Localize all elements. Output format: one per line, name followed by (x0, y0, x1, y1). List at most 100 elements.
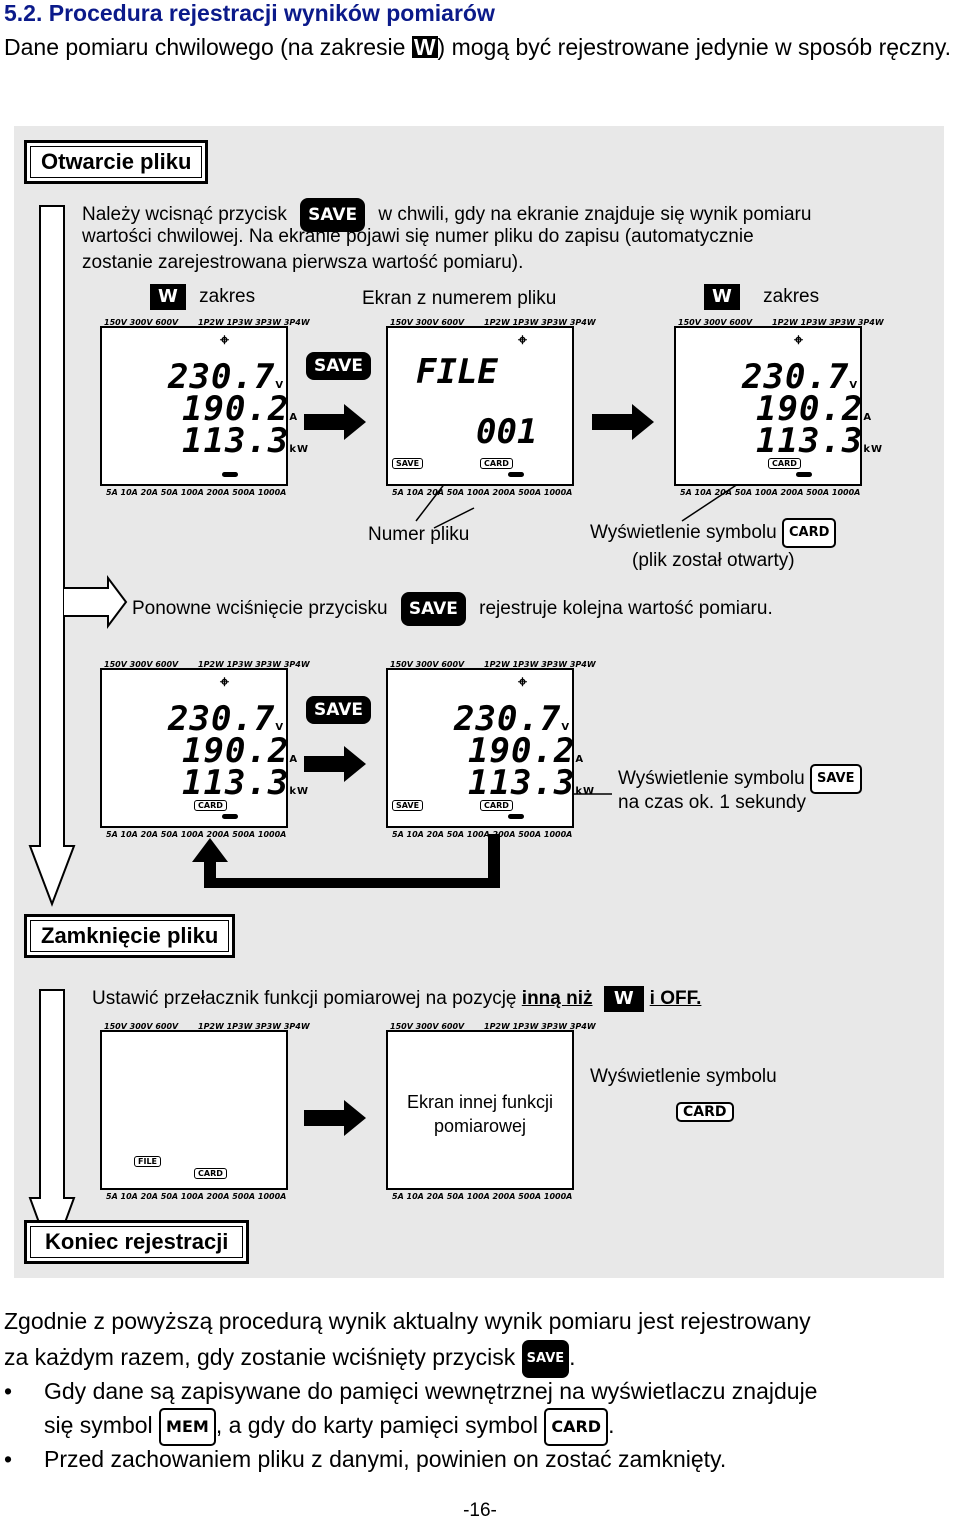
plug-icon: ⌖ (518, 332, 528, 349)
card-display-text: Wyświetlenie symbolu (590, 522, 777, 544)
lcd-current-ranges: 5A 10A 20A 50A 100A 200A 500A 1000A (680, 488, 861, 497)
lcd-current-ranges: 5A 10A 20A 50A 100A 200A 500A 1000A (392, 1192, 573, 1201)
lcd-current-ranges: 5A 10A 20A 50A 100A 200A 500A 1000A (392, 830, 573, 839)
close-file-title: Zamknięcie pliku (24, 914, 236, 958)
section-heading: 5.2. Procedura rejestracji wyników pomia… (4, 0, 495, 26)
save-duration-note: na czas ok. 1 sekundy (618, 792, 806, 813)
card-symbol-icon: CARD (782, 518, 837, 548)
lcd-screen-file-number: 150V 300V 600V 1P2W 1P3W 3P3W 3P4W ⌖ FIL… (386, 318, 596, 497)
lcd-screen-measure-2: 150V 300V 600V 1P2W 1P3W 3P3W 3P4W ⌖ 230… (674, 318, 884, 497)
zakres-text: zakres (199, 286, 256, 308)
lcd-voltage-ranges: 150V 300V 600V (104, 1022, 179, 1031)
card-symbol-icon: CARD (544, 1408, 609, 1446)
lcd-voltage-value: 230.7V (742, 357, 859, 397)
open-instruction-line3: zostanie zarejestrowana pierwsza wartość… (82, 252, 524, 273)
lcd-screen-measure-1: 150V 300V 600V 1P2W 1P3W 3P3W 3P4W ⌖ 230… (100, 318, 310, 497)
lcd-voltage-ranges: 150V 300V 600V (390, 1022, 465, 1031)
save-key-icon: SAVE (300, 198, 366, 232)
lcd-card-symbol: CARD (194, 800, 227, 811)
summary-line2: za każdym razem, gdy zostanie wciśnięty … (4, 1340, 959, 1378)
bullet1-text-c: , a gdy do karty pamięci symbol (215, 1412, 538, 1439)
save-display-note: Wyświetlenie symbolu SAVE (618, 764, 862, 794)
lcd-wiring-modes: 1P2W 1P3W 3P3W 3P4W (772, 318, 884, 327)
lcd-wiring-modes: 1P2W 1P3W 3P3W 3P4W (484, 660, 596, 669)
save-display-text: Wyświetlenie symbolu (618, 768, 805, 790)
card-symbol-icon: CARD (676, 1102, 734, 1122)
other-function-label: Ekran innej funkcji pomiarowej (406, 1092, 554, 1136)
lcd-screen-closing: 150V 300V 600V 1P2W 1P3W 3P3W 3P4W FILE … (100, 1022, 310, 1201)
lcd-card-symbol: CARD (480, 458, 513, 469)
save-symbol-icon: SAVE (810, 764, 862, 794)
lcd-voltage-value: 230.7V (454, 699, 571, 739)
bullet-2-mark: • (4, 1446, 13, 1472)
flow-arrows (28, 205, 756, 1261)
intro-text-after: ) mogą być rejestrowane jedynie w sposób… (437, 34, 952, 60)
bullet-1-line2: się symbol MEM, a gdy do karty pamięci s… (44, 1408, 959, 1446)
open-text-1b: w chwili, gdy na ekranie znajduje się wy… (378, 204, 812, 226)
lcd-file-text: FILE (416, 352, 498, 392)
lcd-current-ranges: 5A 10A 20A 50A 100A 200A 500A 1000A (106, 1192, 287, 1201)
plug-icon: ⌖ (220, 332, 230, 349)
lcd-save-symbol: SAVE (392, 458, 424, 469)
plug-icon: ⌖ (794, 332, 804, 349)
lcd-wiring-modes: 1P2W 1P3W 3P3W 3P4W (484, 318, 596, 327)
intro-text-before: Dane pomiaru chwilowego (na zakresie (4, 34, 412, 60)
plug-icon: ⌖ (220, 674, 230, 691)
lcd-current-ranges: 5A 10A 20A 50A 100A 200A 500A 1000A (392, 488, 573, 497)
lcd-current-value: 190.2A (756, 389, 873, 429)
end-recording-title: Koniec rejestracji (24, 1220, 250, 1264)
open-instruction-line1: Należy wcisnąć przycisk SAVE w chwili, g… (82, 198, 811, 232)
file-number-label: Numer pliku (368, 524, 470, 545)
lcd-file-symbol: FILE (134, 1156, 162, 1167)
summary-line2-text: za każdym razem, gdy zostanie wciśnięty … (4, 1344, 516, 1371)
procedure-diagram: Otwarcie pliku Należy wcisnąć przycisk S… (14, 126, 944, 1278)
lcd-voltage-ranges: 150V 300V 600V (678, 318, 753, 327)
w-key-icon: W (603, 986, 644, 1012)
lcd-current-ranges: 5A 10A 20A 50A 100A 200A 500A 1000A (106, 488, 287, 497)
open-text-1a: Należy wcisnąć przycisk (82, 204, 287, 226)
zakres-label-left: W zakres (150, 284, 255, 310)
mem-symbol-icon: MEM (159, 1408, 216, 1446)
lcd-save-symbol: SAVE (392, 800, 424, 811)
lcd-current-ranges: 5A 10A 20A 50A 100A 200A 500A 1000A (106, 830, 287, 839)
summary-line1: Zgodnie z powyższą procedurą wynik aktua… (4, 1308, 811, 1334)
zakres-text: zakres (763, 286, 820, 308)
zakres-label-right: W zakres (704, 284, 819, 310)
lcd-wiring-modes: 1P2W 1P3W 3P3W 3P4W (198, 318, 310, 327)
bullet-2-text: Przed zachowaniem pliku z danymi, powini… (44, 1446, 727, 1472)
lcd-voltage-value: 230.7V (168, 699, 285, 739)
plug-icon: ⌖ (518, 674, 528, 691)
lcd-power-value: 113.3kW (468, 763, 596, 803)
lcd-card-symbol: CARD (768, 458, 801, 469)
repeat-text-a: Ponowne wciśnięcie przycisku (132, 598, 388, 620)
lcd-voltage-ranges: 150V 300V 600V (390, 660, 465, 669)
w-key-icon: W (150, 284, 186, 310)
lcd-power-value: 113.3kW (182, 763, 310, 803)
lcd-card-symbol: CARD (194, 1168, 227, 1179)
lcd-screen-measure-saving: 150V 300V 600V 1P2W 1P3W 3P3W 3P4W ⌖ 230… (386, 660, 596, 839)
lcd-screen-measure-3: 150V 300V 600V 1P2W 1P3W 3P3W 3P4W ⌖ 230… (100, 660, 310, 839)
close-card-display-note: Wyświetlenie symbolu (590, 1066, 777, 1087)
lcd-power-value: 113.3kW (182, 421, 310, 461)
page-number: -16- (463, 1500, 497, 1521)
bullet-1-line1: Gdy dane są zapisywane do pamięci wewnęt… (44, 1378, 818, 1404)
file-screen-label: Ekran z numerem pliku (362, 288, 557, 309)
close-text-c: i OFF. (649, 988, 702, 1010)
lcd-current-value: 190.2A (182, 389, 299, 429)
open-instruction-line2: wartości chwilowej. Na ekranie pojawi si… (82, 226, 754, 247)
w-range-symbol: W (411, 34, 438, 60)
lcd-current-value: 190.2A (468, 731, 585, 771)
lcd-current-value: 190.2A (182, 731, 299, 771)
w-key-icon: W (704, 284, 740, 310)
file-opened-note: (plik został otwarty) (632, 550, 795, 571)
lcd-file-number: 001 (476, 412, 538, 452)
lcd-wiring-modes: 1P2W 1P3W 3P3W 3P4W (484, 1022, 596, 1031)
lcd-voltage-ranges: 150V 300V 600V (390, 318, 465, 327)
close-text-b: inną niż (521, 988, 593, 1010)
lcd-voltage-value: 230.7V (168, 357, 285, 397)
lcd-screen-other-function: 150V 300V 600V 1P2W 1P3W 3P3W 3P4W Ekran… (386, 1022, 596, 1201)
save-key-icon: SAVE (521, 1340, 570, 1378)
save-key-icon: SAVE (306, 696, 372, 724)
lcd-voltage-ranges: 150V 300V 600V (104, 318, 179, 327)
close-text-a: Ustawić przełacznik funkcji pomiarowej n… (92, 988, 522, 1010)
